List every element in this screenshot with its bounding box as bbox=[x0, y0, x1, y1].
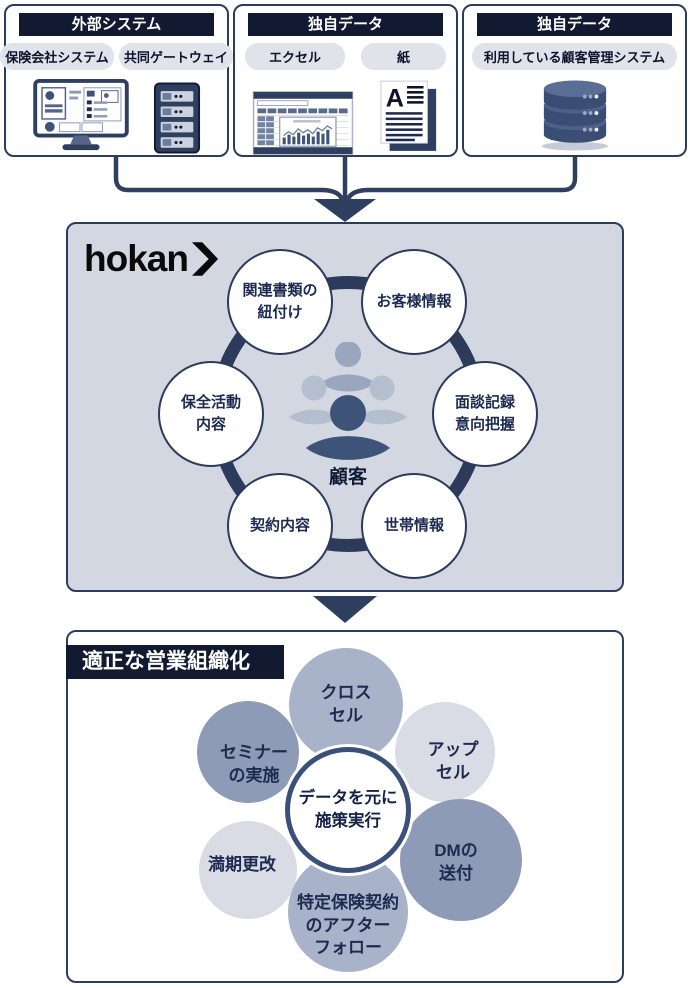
tag-row: エクセル 紙 bbox=[235, 43, 456, 70]
result-box: 適正な営業組織化 アップ セル 満期更改 セミナー の実施 クロス セル 特定保… bbox=[66, 630, 624, 983]
customer-label: 顧客 bbox=[328, 467, 367, 488]
tag-row: 利用している顧客管理システム bbox=[464, 43, 685, 70]
source-box-own-data-files: 独自データ エクセル 紙 bbox=[233, 4, 458, 157]
hokan-logo-chevron-icon bbox=[191, 242, 219, 276]
source-box-external-systems: 外部システム 保険会社システム 共同ゲートウェイ bbox=[0, 4, 233, 157]
down-arrow bbox=[313, 596, 377, 623]
ring-item-contract-details: 契約内容 bbox=[227, 473, 333, 579]
hokan-wordmark: hokan bbox=[84, 238, 189, 279]
icon-row: A bbox=[235, 79, 456, 155]
customer-people-icon bbox=[289, 342, 407, 460]
icon-row bbox=[464, 79, 685, 151]
paper-document-icon: A bbox=[379, 80, 436, 151]
hokan-logo: hokan bbox=[84, 238, 219, 280]
petal-upsell: アップ セル bbox=[395, 702, 495, 802]
merge-down-arrow bbox=[113, 157, 578, 222]
svg-text:A: A bbox=[385, 84, 403, 112]
tag-paper: 紙 bbox=[361, 43, 447, 70]
ring-item-interview-records: 面談記録 意向把握 bbox=[432, 361, 538, 467]
crm-monitor-icon bbox=[32, 79, 129, 151]
box-header: 独自データ bbox=[477, 13, 672, 36]
ring-item-customer-info: お客様情報 bbox=[361, 249, 467, 355]
icon-row bbox=[6, 79, 227, 155]
ring-item-related-documents: 関連書類の 紐付け bbox=[227, 249, 333, 355]
tag-shared-gateway: 共同ゲートウェイ bbox=[118, 43, 233, 70]
spreadsheet-icon bbox=[252, 91, 353, 155]
tag-excel: エクセル bbox=[244, 43, 345, 70]
source-box-own-data-crm: 独自データ 利用している顧客管理システム bbox=[462, 4, 687, 157]
server-rack-icon bbox=[153, 82, 200, 154]
ring-item-household-info: 世帯情報 bbox=[361, 473, 467, 579]
box-header: 外部システム bbox=[19, 13, 214, 36]
database-icon bbox=[541, 80, 608, 151]
ring-item-preservation-activity: 保全活動 内容 bbox=[158, 361, 264, 467]
tag-row: 保険会社システム 共同ゲートウェイ bbox=[0, 43, 233, 70]
tag-insurer-system: 保険会社システム bbox=[0, 43, 114, 70]
petal-renewal: 満期更改 bbox=[199, 821, 297, 919]
petal-dm-sending: DMの 送付 bbox=[400, 799, 522, 921]
hokan-box: hokan 顧客 関連書類の 紐付け bbox=[66, 222, 624, 592]
petal-cross-sell: クロス セル bbox=[289, 648, 403, 762]
flower-center-data-driven-action: データを元に 施策実行 bbox=[285, 747, 411, 873]
box-header: 独自データ bbox=[248, 13, 443, 36]
tag-existing-crm: 利用している顧客管理システム bbox=[471, 43, 678, 70]
petal-after-follow: 特定保険契約 のアフター フォロー bbox=[288, 852, 408, 972]
result-header: 適正な営業組織化 bbox=[66, 645, 284, 679]
petal-seminar: セミナー の実施 bbox=[197, 701, 299, 803]
